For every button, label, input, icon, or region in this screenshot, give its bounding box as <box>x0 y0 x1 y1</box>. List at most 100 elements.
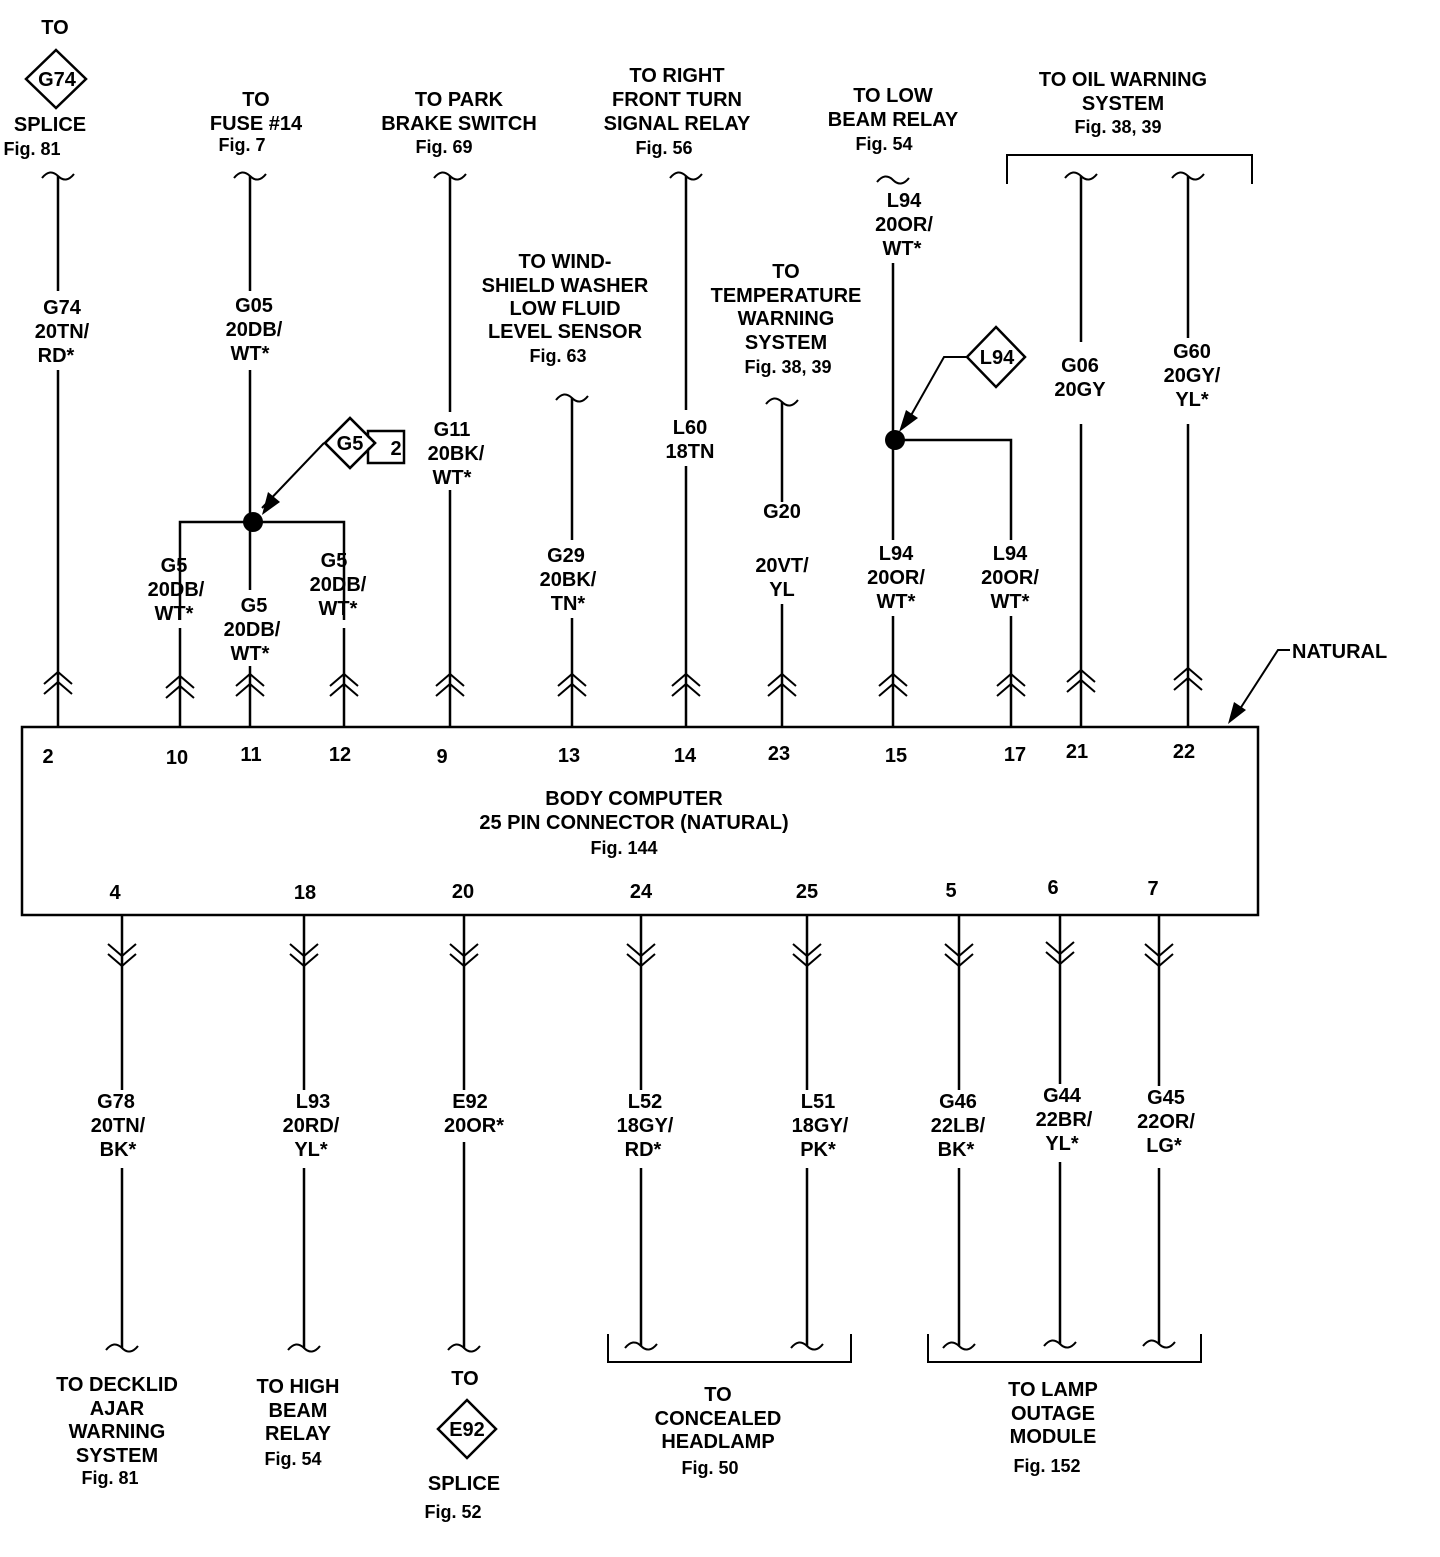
svg-text:G5: G5 <box>241 595 268 617</box>
svg-text:20BK/: 20BK/ <box>540 569 597 591</box>
svg-text:L93: L93 <box>296 1091 330 1113</box>
terminal-2 <box>43 670 73 695</box>
svg-text:18TN: 18TN <box>666 441 715 463</box>
pin-15: 15 <box>885 745 907 767</box>
washer-l3: LOW FLUID <box>509 298 620 320</box>
svg-text:WT*: WT* <box>433 467 472 489</box>
wire-code-g20: G20 20VT/ YL <box>755 501 809 601</box>
washer-l1: TO WIND- <box>519 251 612 273</box>
svg-text:20DB/: 20DB/ <box>226 319 283 341</box>
terminal-21 <box>1066 668 1096 693</box>
svg-text:YL*: YL* <box>1045 1133 1079 1155</box>
svg-text:G05: G05 <box>235 295 273 317</box>
park-fig: Fig. 69 <box>415 137 472 157</box>
svg-text:G06: G06 <box>1061 355 1099 377</box>
pin-22: 22 <box>1173 741 1195 763</box>
svg-text:22OR/: 22OR/ <box>1137 1111 1195 1133</box>
svg-text:L94: L94 <box>993 543 1028 565</box>
splice-ref-g5-count: 2 <box>390 438 401 460</box>
decklid-l4: SYSTEM <box>76 1445 158 1467</box>
wire-code-l94-17: L94 20OR/ WT* <box>981 543 1039 613</box>
svg-text:20VT/: 20VT/ <box>755 555 809 577</box>
park-l1: TO PARK <box>415 89 504 111</box>
svg-text:G74: G74 <box>43 297 82 319</box>
pin-17: 17 <box>1004 744 1026 766</box>
svg-text:20RD/: 20RD/ <box>283 1115 340 1137</box>
g74-splice: SPLICE <box>14 114 86 136</box>
splice-dot-l94 <box>885 430 905 450</box>
fuse-fig: Fig. 7 <box>218 135 265 155</box>
wire-code-g11: G11 20BK/ WT* <box>428 419 485 489</box>
lamp-fig: Fig. 152 <box>1013 1456 1080 1476</box>
break-g60 <box>1171 171 1205 181</box>
svg-text:20OR/: 20OR/ <box>875 214 933 236</box>
top-terminals <box>43 666 1203 699</box>
terminal-11 <box>235 672 265 697</box>
svg-text:YL: YL <box>769 579 795 601</box>
temp-l3: WARNING <box>738 308 835 330</box>
lamp-l1: TO LAMP <box>1008 1379 1098 1401</box>
wire-code-l52: L52 18GY/ RD* <box>617 1091 674 1161</box>
e92-splice: SPLICE <box>428 1473 500 1495</box>
wire-code-g29: G29 20BK/ TN* <box>540 545 597 615</box>
svg-text:20GY/: 20GY/ <box>1164 365 1221 387</box>
terminal-17 <box>996 672 1026 697</box>
pin-5: 5 <box>945 880 956 902</box>
natural-label: NATURAL <box>1292 641 1387 663</box>
svg-text:20BK/: 20BK/ <box>428 443 485 465</box>
decklid-l3: WARNING <box>69 1421 166 1443</box>
terminal-9 <box>435 672 465 697</box>
pin-7: 7 <box>1147 878 1158 900</box>
bottom-wires <box>120 915 1161 1348</box>
svg-text:YL*: YL* <box>294 1139 328 1161</box>
svg-text:WT*: WT* <box>883 238 922 260</box>
break-l60 <box>669 171 703 181</box>
low-fig: Fig. 54 <box>855 134 912 154</box>
svg-text:L60: L60 <box>673 417 707 439</box>
terminal-24 <box>626 943 656 968</box>
headlamp-bracket <box>607 1334 852 1363</box>
oil-l2: SYSTEM <box>1082 93 1164 115</box>
lamp-l3: MODULE <box>1010 1426 1097 1448</box>
g74-fig: Fig. 81 <box>3 139 60 159</box>
top-wires <box>56 176 1190 727</box>
terminal-6 <box>1045 941 1075 966</box>
svg-text:22LB/: 22LB/ <box>931 1115 986 1137</box>
break-g05 <box>233 171 267 181</box>
wire-code-g5-12: G5 20DB/ WT* <box>310 550 367 620</box>
break-g06 <box>1064 171 1098 181</box>
oil-fig: Fig. 38, 39 <box>1074 117 1161 137</box>
temp-l2: TEMPERATURE <box>711 285 862 307</box>
svg-text:BK*: BK* <box>100 1139 137 1161</box>
svg-text:PK*: PK* <box>800 1139 836 1161</box>
temp-l4: SYSTEM <box>745 332 827 354</box>
svg-text:18GY/: 18GY/ <box>792 1115 849 1137</box>
bottom-terminals <box>107 941 1174 968</box>
pin-21: 21 <box>1066 741 1088 763</box>
splice-dot-g5 <box>243 512 263 532</box>
wire-code-g60: G60 20GY/ YL* <box>1164 341 1221 411</box>
svg-text:RD*: RD* <box>38 345 75 367</box>
svg-text:YL*: YL* <box>1175 389 1209 411</box>
terminal-15 <box>878 672 908 697</box>
wire-code-g45: G45 22OR/ LG* <box>1137 1087 1195 1157</box>
svg-text:G78: G78 <box>97 1091 135 1113</box>
pin-9: 9 <box>436 746 447 768</box>
fuse-l1: TO <box>242 89 269 111</box>
terminal-18 <box>289 943 319 968</box>
lamp-outage-bracket <box>927 1334 1202 1363</box>
low-l1: TO LOW <box>853 85 933 107</box>
svg-text:L52: L52 <box>628 1091 662 1113</box>
terminal-23 <box>767 672 797 697</box>
turn-l2: FRONT TURN <box>612 89 742 111</box>
svg-text:BK*: BK* <box>938 1139 975 1161</box>
break-g11 <box>433 171 467 181</box>
terminal-12 <box>329 672 359 697</box>
pin-24: 24 <box>630 881 653 903</box>
wire-code-l93: L93 20RD/ YL* <box>283 1091 340 1161</box>
park-l2: BRAKE SWITCH <box>381 113 537 135</box>
svg-text:G60: G60 <box>1173 341 1211 363</box>
wire-code-g5-11: G5 20DB/ WT* <box>224 595 281 665</box>
svg-text:22BR/: 22BR/ <box>1036 1109 1093 1131</box>
